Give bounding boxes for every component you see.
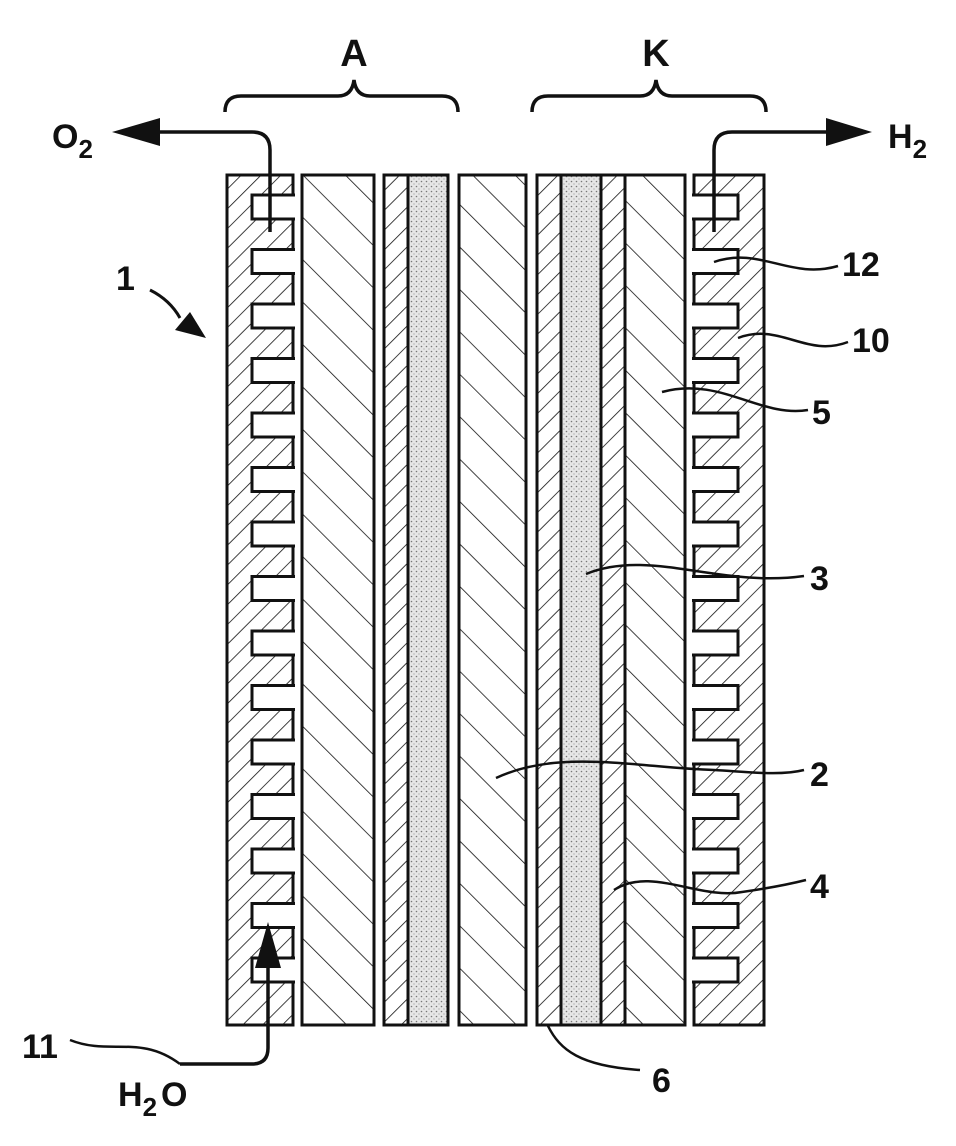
right-channel xyxy=(692,522,738,546)
leader-line-6 xyxy=(548,1026,640,1070)
left-channel xyxy=(252,468,295,492)
numeral-10: 10 xyxy=(852,322,890,360)
numeral-4: 4 xyxy=(810,868,829,906)
cathode-layer-6 xyxy=(537,175,561,1025)
water-label: H2O xyxy=(118,1076,187,1122)
anode-dotted-layer xyxy=(408,175,448,1025)
left-flow-channels xyxy=(252,195,295,982)
cathode-catalyst-layer xyxy=(561,175,601,1025)
left-channel xyxy=(252,522,295,546)
numeral-5: 5 xyxy=(812,394,831,432)
right-channel xyxy=(692,413,738,437)
anode-transport-layer xyxy=(302,175,374,1025)
right-channel xyxy=(692,795,738,819)
numeral-1: 1 xyxy=(116,260,135,298)
leader-line-11 xyxy=(70,1040,180,1064)
left-channel xyxy=(252,795,295,819)
numeral-2: 2 xyxy=(810,756,829,794)
membrane-layer xyxy=(459,175,526,1025)
left-channel xyxy=(252,359,295,383)
hydrogen-label: H2 xyxy=(888,118,927,164)
left-channel xyxy=(252,195,295,219)
numeral-3: 3 xyxy=(810,560,829,598)
right-channel xyxy=(692,686,738,710)
left-channel xyxy=(252,904,295,928)
left-channel xyxy=(252,250,295,274)
cathode-bracket xyxy=(532,80,766,112)
leader-line-1 xyxy=(150,290,180,318)
left-channel xyxy=(252,413,295,437)
left-channel xyxy=(252,686,295,710)
anode-bracket xyxy=(225,80,458,112)
cathode-transport-layer xyxy=(625,175,685,1025)
left-channel xyxy=(252,740,295,764)
cathode-layer-4 xyxy=(601,175,625,1025)
right-channel xyxy=(692,577,738,601)
anode-label: A xyxy=(340,33,367,75)
right-channel xyxy=(692,958,738,982)
numeral-11: 11 xyxy=(22,1028,58,1066)
oxygen-arrowhead xyxy=(112,118,160,146)
left-channel xyxy=(252,631,295,655)
right-channel xyxy=(692,468,738,492)
right-channel xyxy=(692,740,738,764)
right-channel xyxy=(692,359,738,383)
right-channel xyxy=(692,304,738,328)
left-channel xyxy=(252,304,295,328)
right-channel xyxy=(692,904,738,928)
numeral-12: 12 xyxy=(842,246,880,284)
right-flow-channels xyxy=(692,195,738,982)
left-channel xyxy=(252,849,295,873)
left-channel xyxy=(252,577,295,601)
numeral-6: 6 xyxy=(652,1062,671,1100)
anode-catalyst-layer xyxy=(384,175,408,1025)
oxygen-label: O2 xyxy=(52,118,93,164)
cathode-label: K xyxy=(642,33,670,75)
right-channel xyxy=(692,631,738,655)
hydrogen-arrowhead xyxy=(826,118,872,146)
right-channel xyxy=(692,849,738,873)
